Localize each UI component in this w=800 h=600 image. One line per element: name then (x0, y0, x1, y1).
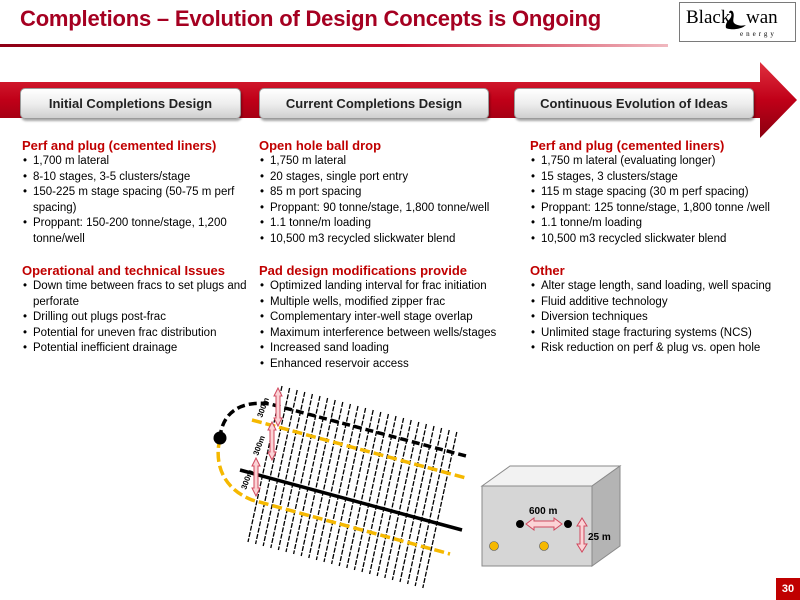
stage-initial-design: Initial Completions Design (20, 88, 241, 119)
bullet-item: 1,750 m lateral (259, 154, 521, 170)
bullet-item: 115 m stage spacing (30 m perf spacing) (530, 185, 798, 201)
frac-line (315, 403, 352, 561)
well-marker (564, 520, 572, 528)
bullet-item: Risk reduction on perf & plug vs. open h… (530, 341, 798, 357)
bullet-list: 1,700 m lateral 8-10 stages, 3-5 cluster… (22, 154, 252, 247)
bullet-item: 1,750 m lateral (evaluating longer) (530, 154, 798, 170)
section-heading: Other (530, 263, 565, 278)
bullet-item: Increased sand loading (259, 341, 521, 357)
page-number: 30 (776, 578, 800, 600)
width-label: 600 m (529, 506, 557, 517)
section-heading: Operational and technical Issues (22, 263, 226, 278)
bullet-item: Diversion techniques (530, 310, 798, 326)
frac-line (254, 387, 291, 545)
column-continuous: Perf and plug (cemented liners) 1,750 m … (530, 137, 798, 357)
frac-line (308, 401, 344, 559)
frac-line (353, 413, 390, 571)
frac-line (300, 399, 336, 557)
bullet-item: Maximum interference between wells/stage… (259, 326, 521, 342)
frac-line (391, 423, 428, 581)
well-marker (489, 541, 499, 551)
bullet-item: 20 stages, single port entry (259, 170, 521, 186)
frac-line (330, 407, 367, 565)
vertical-spacing-arrow (576, 517, 588, 553)
frac-line (384, 421, 420, 579)
bullet-item: Potential inefficient drainage (22, 341, 252, 357)
frac-line (323, 405, 359, 563)
yellow-well-paths (216, 418, 467, 556)
section-heading: Perf and plug (cemented liners) (530, 138, 725, 153)
bullet-item: 1.1 tonne/m loading (530, 216, 798, 232)
page-title: Completions – Evolution of Design Concep… (20, 6, 601, 31)
bullet-item: Proppant: 125 tonne/stage, 1,800 tonne /… (530, 201, 798, 217)
column-initial: Perf and plug (cemented liners) 1,700 m … (22, 137, 252, 357)
bullet-item: Optimized landing interval for frac init… (259, 279, 521, 295)
spacing-arrows (251, 386, 283, 498)
frac-line (346, 411, 382, 569)
bullet-item: 10,500 m3 recycled slickwater blend (259, 232, 521, 248)
logo-word-swan: wan (746, 7, 778, 28)
bullet-item: Fluid additive technology (530, 295, 798, 311)
section-heading: Perf and plug (cemented liners) (22, 138, 217, 153)
bullet-item: Proppant: 150-200 tonne/stage, 1,200 ton… (22, 216, 252, 247)
swan-icon (725, 10, 746, 30)
frac-line (338, 409, 374, 567)
bullet-item: Potential for uneven frac distribution (22, 326, 252, 342)
well-marker (539, 541, 549, 551)
frac-line (292, 397, 329, 555)
frac-line (399, 425, 435, 583)
bullet-item: 85 m port spacing (259, 185, 521, 201)
well-marker (516, 520, 524, 528)
bullet-item: 8-10 stages, 3-5 clusters/stage (22, 170, 252, 186)
frac-line (368, 417, 405, 575)
frac-line (285, 395, 321, 553)
bullet-item: Complementary inter-well stage overlap (259, 310, 521, 326)
bullet-item: Multiple wells, modified zipper frac (259, 295, 521, 311)
bullet-item: Down time between fracs to set plugs and… (22, 279, 252, 310)
bullet-item: Drilling out plugs post-frac (22, 310, 252, 326)
bullet-list: Optimized landing interval for frac init… (259, 279, 521, 372)
bullet-list: Down time between fracs to set plugs and… (22, 279, 252, 357)
black-well-paths (218, 401, 467, 532)
bullet-item: 150-225 m stage spacing (50-75 m perf sp… (22, 185, 252, 216)
logo-word-black: Black (686, 7, 731, 28)
bullet-item: Unlimited stage fracturing systems (NCS) (530, 326, 798, 342)
title-underline (0, 44, 668, 47)
pad-location-marker (213, 431, 227, 445)
frac-line (277, 393, 314, 551)
bullet-item: Enhanced reservoir access (259, 357, 521, 373)
spacing-label: 300m (255, 396, 270, 418)
frac-line (422, 431, 458, 589)
stage-spacing-box-diagram: 600 m 25 m (480, 465, 622, 567)
frac-line (376, 419, 412, 577)
frac-line (361, 415, 397, 573)
frac-line (262, 389, 298, 547)
bullet-item: Alter stage length, sand loading, well s… (530, 279, 798, 295)
bullet-item: 1.1 tonne/m loading (259, 216, 521, 232)
frac-lines (247, 385, 458, 589)
frac-line (270, 391, 306, 549)
bullet-list: 1,750 m lateral (evaluating longer) 15 s… (530, 154, 798, 247)
stage-continuous-evolution: Continuous Evolution of Ideas (514, 88, 754, 119)
column-current: Open hole ball drop 1,750 m lateral 20 s… (259, 137, 521, 372)
bullet-item: 10,500 m3 recycled slickwater blend (530, 232, 798, 248)
section-heading: Open hole ball drop (259, 138, 382, 153)
bullet-list: Alter stage length, sand loading, well s… (530, 279, 798, 357)
pad-well-diagram: 300m 300m 300m (213, 385, 467, 589)
blackswan-logo: Black wan energy (679, 2, 796, 42)
height-label: 25 m (588, 532, 611, 543)
bullet-list: 1,750 m lateral 20 stages, single port e… (259, 154, 521, 247)
stage-current-design: Current Completions Design (259, 88, 489, 119)
logo-tagline: energy (740, 30, 777, 38)
section-heading: Pad design modifications provide (259, 263, 468, 278)
spacing-label: 300m (251, 434, 266, 456)
horizontal-spacing-arrow (525, 517, 563, 531)
frac-line (406, 427, 443, 585)
bullet-item: 1,700 m lateral (22, 154, 252, 170)
bullet-item: Proppant: 90 tonne/stage, 1,800 tonne/we… (259, 201, 521, 217)
bullet-item: 15 stages, 3 clusters/stage (530, 170, 798, 186)
frac-line (414, 429, 450, 587)
